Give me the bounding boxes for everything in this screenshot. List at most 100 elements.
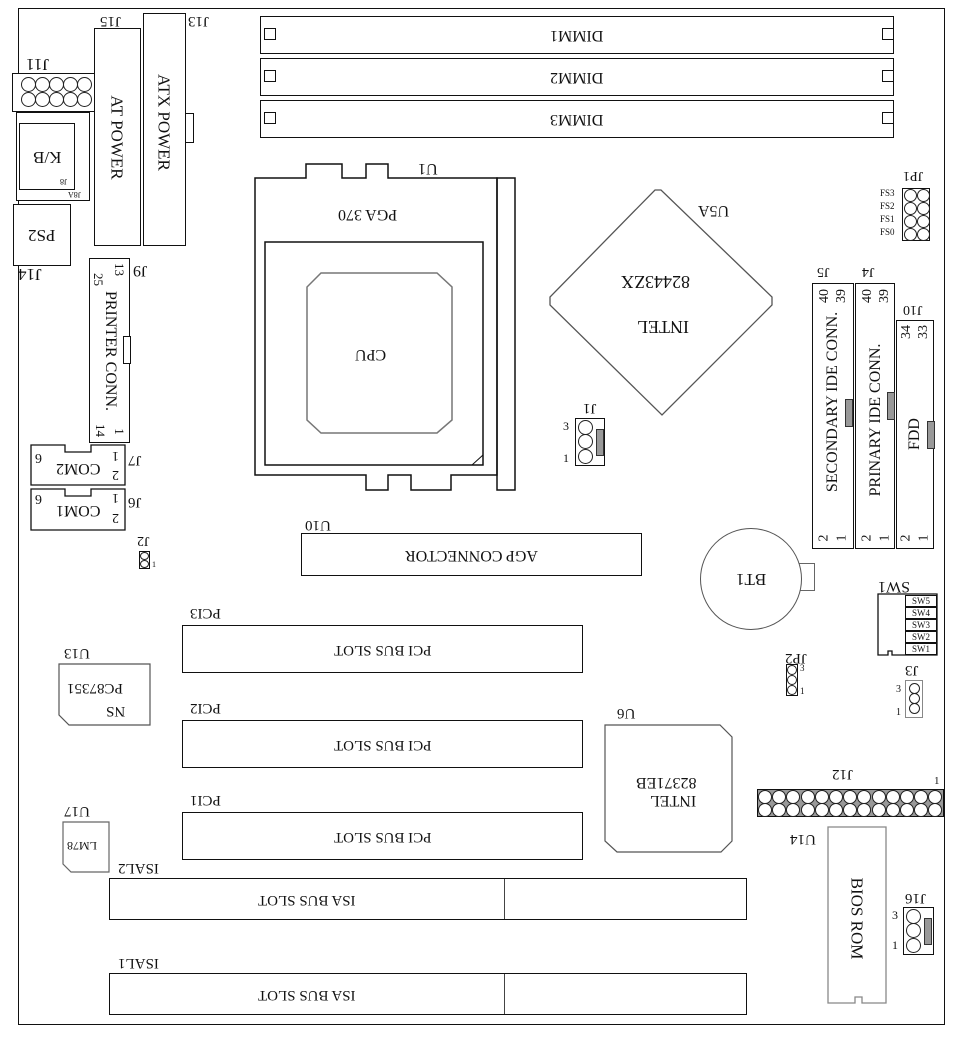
pin <box>871 803 886 817</box>
j1-pin-1: 1 <box>563 451 569 465</box>
jp1-row-label: FS0 <box>880 227 895 237</box>
j12-header[interactable] <box>757 789 944 817</box>
jp2-jumper[interactable] <box>786 664 798 696</box>
pin <box>787 685 797 695</box>
pin <box>800 803 815 817</box>
pci-slot-1[interactable]: PCI BUS SLOT <box>182 812 583 860</box>
jp1-row-label: FS3 <box>880 188 895 198</box>
battery-bt1[interactable]: BT1 <box>700 528 802 630</box>
pin <box>914 803 929 817</box>
jumper-cap <box>596 429 604 456</box>
agp-connector[interactable]: AGP CONNECTOR <box>301 533 642 576</box>
pin <box>909 703 920 714</box>
pin <box>904 189 917 202</box>
isa-slot-main-segment: ISA BUS SLOT <box>110 974 505 1014</box>
pin <box>917 189 930 202</box>
pin <box>578 449 593 464</box>
dimm-latch-right <box>882 70 894 82</box>
jp2-pin-1: 1 <box>800 686 805 696</box>
printer-latch <box>123 336 131 364</box>
pin <box>917 228 930 241</box>
dimm-slot-3[interactable]: DIMM3 <box>260 100 894 138</box>
pin <box>917 215 930 228</box>
isa-slot-label: ISA BUS SLOT <box>258 986 356 1003</box>
dimm-latch-right <box>882 28 894 40</box>
bios-rom-label[interactable]: BIOS ROM <box>847 877 867 960</box>
dimm-latch-left <box>264 112 276 124</box>
isa-slot-2[interactable]: ISA BUS SLOT <box>109 878 747 920</box>
pin <box>787 665 797 675</box>
ps2-connector[interactable]: PS2 <box>13 204 71 266</box>
j2-pin-1: 1 <box>152 560 156 569</box>
isa-slot-ref: ISAL2 <box>118 860 159 876</box>
pin <box>843 803 858 817</box>
at-power-connector[interactable]: AT POWER <box>94 28 141 246</box>
j16-label: J16 <box>905 890 926 906</box>
pin <box>787 675 797 685</box>
isa-slot-ref: ISAL1 <box>118 955 159 971</box>
primary-ide-connector[interactable]: PRINARY IDE CONN. 40 39 2 1 <box>855 283 895 549</box>
pin <box>77 77 92 92</box>
isa-slot-label: ISA BUS SLOT <box>258 891 356 908</box>
sw1-switch[interactable]: SW2 <box>905 631 937 643</box>
j12-pin-1: 1 <box>934 775 940 787</box>
pin <box>140 552 149 560</box>
pin <box>786 803 801 817</box>
pin <box>140 560 149 568</box>
pin <box>829 803 843 817</box>
j11-connector[interactable] <box>12 73 104 112</box>
dimm-latch-left <box>264 28 276 40</box>
j3-pin-3: 3 <box>896 684 901 695</box>
j1-jumper[interactable] <box>575 418 605 466</box>
pin <box>885 803 900 817</box>
fdd-connector[interactable]: FDD 34 33 2 1 <box>896 320 935 549</box>
sw1-switch[interactable]: SW3 <box>905 619 937 631</box>
sw1-switch[interactable]: SW5 <box>905 595 937 607</box>
pin <box>904 228 917 241</box>
j16-jumper[interactable] <box>903 907 934 955</box>
pin <box>904 202 917 215</box>
pin <box>917 202 930 215</box>
jp1-row-label: FS2 <box>880 201 895 211</box>
isa-slot-1[interactable]: ISA BUS SLOT <box>109 973 747 1015</box>
j3-pin-1: 1 <box>896 707 901 718</box>
pin <box>906 923 921 938</box>
j3-jumper[interactable] <box>905 680 923 718</box>
jumper-cap <box>924 918 932 945</box>
jp2-pin-3: 3 <box>800 663 805 673</box>
j16-pin-1: 1 <box>892 938 898 952</box>
board-outline <box>18 8 945 1025</box>
jp1-row-label: FS1 <box>880 214 895 224</box>
jp1-pin-block <box>902 188 930 241</box>
dimm-slot-1[interactable]: DIMM1 <box>260 16 894 54</box>
pin <box>578 434 593 449</box>
j16-pin-3: 3 <box>892 908 898 922</box>
dimm-latch-left <box>264 70 276 82</box>
secondary-ide-connector[interactable]: SECONDARY IDE CONN. 40 39 2 1 <box>812 283 854 549</box>
pin1-key <box>887 392 895 420</box>
pin <box>772 803 787 817</box>
pci-slot-2[interactable]: PCI BUS SLOT <box>182 720 583 768</box>
dimm-latch-right <box>882 112 894 124</box>
j2-jumper[interactable] <box>139 551 150 569</box>
sw1-switch[interactable]: SW1 <box>905 643 937 655</box>
pin <box>758 803 772 817</box>
pin <box>906 909 921 924</box>
pin1-key <box>927 421 935 449</box>
pin <box>77 92 92 107</box>
kb-connector[interactable]: K/B <box>19 123 75 190</box>
sw1-switch[interactable]: SW4 <box>905 607 937 619</box>
pin <box>814 803 829 817</box>
pin <box>928 803 943 817</box>
pin1-key <box>845 399 853 427</box>
pin <box>900 803 914 817</box>
isa-slot-main-segment: ISA BUS SLOT <box>110 879 505 919</box>
dimm-slot-2[interactable]: DIMM2 <box>260 58 894 96</box>
pci-slot-3[interactable]: PCI BUS SLOT <box>182 625 583 673</box>
